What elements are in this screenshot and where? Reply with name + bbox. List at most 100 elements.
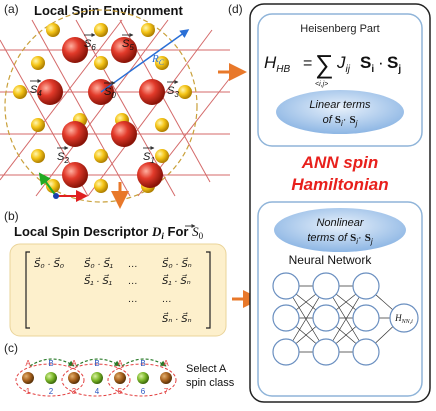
chain-atom-5 xyxy=(114,372,126,384)
matrix-cell: … xyxy=(128,259,138,270)
nonlinear-terms-bubble xyxy=(274,208,406,252)
svg-text:3: 3 xyxy=(72,387,77,396)
network-nodes xyxy=(272,272,419,366)
output-node-label: HNN,i xyxy=(394,313,413,325)
svg-text:A: A xyxy=(163,359,169,368)
group-ellipse-2 xyxy=(61,363,131,397)
spin-label-s4: S4 xyxy=(30,79,42,98)
atom-s5 xyxy=(111,37,137,63)
input-node xyxy=(272,304,300,332)
descriptor-matrix: S⃗₀ · S⃗₀ S⃗₀ · S⃗₁ … S⃗₀ · S⃗ₙ S⃗₁ · S⃗… xyxy=(34,257,192,325)
sublattice-labels: A B A B A B A xyxy=(25,359,169,368)
svg-text:S4: S4 xyxy=(30,84,42,98)
formula-lhs: HHB xyxy=(264,53,291,75)
cutoff-radius-arrow xyxy=(100,29,190,93)
group-ellipse-1 xyxy=(15,363,85,397)
chain-atom-3 xyxy=(68,372,80,384)
matrix-right-bracket xyxy=(206,251,211,329)
linear-terms-bubble xyxy=(276,90,404,134)
input-node xyxy=(272,338,300,366)
formula-s1: Si xyxy=(360,53,374,75)
atom-s6 xyxy=(62,37,88,63)
matrix-cell: S⃗₀ · S⃗₀ xyxy=(34,257,64,270)
svg-text:S6: S6 xyxy=(84,38,96,52)
panel-d-letter: (d) xyxy=(228,2,243,16)
panel-b-letter: (b) xyxy=(4,209,19,223)
select-label-line2: spin class xyxy=(186,377,235,389)
atom-s2 xyxy=(62,121,88,147)
chain-atom-2 xyxy=(45,372,57,384)
svg-text:A: A xyxy=(71,359,77,368)
chain-atom-7 xyxy=(160,372,172,384)
pair-arc-2 xyxy=(75,358,121,367)
svg-text:4: 4 xyxy=(95,387,100,396)
heisenberg-title: Heisenberg Part xyxy=(300,23,380,35)
matrix-cell: S⃗₁ · S⃗ₙ xyxy=(162,274,191,287)
panel-d: (d) Heisenberg Part HHB = ∑ <i,j> Jij Si… xyxy=(228,2,431,403)
svg-text:A: A xyxy=(25,359,31,368)
svg-text:S0: S0 xyxy=(104,86,116,100)
svg-text:2: 2 xyxy=(49,387,54,396)
spin-label-s0: S0 xyxy=(104,81,116,100)
spin-labels: S6 S5 S4 S0 S3 S2 xyxy=(30,33,179,165)
hidden-node xyxy=(352,338,380,366)
formula-coef: Jij xyxy=(336,53,351,75)
panel-c: (c) A B A B A B A xyxy=(4,341,235,397)
spin-label-s5: S5 xyxy=(122,33,134,52)
atom-s1 xyxy=(111,121,137,147)
chain-atom-1 xyxy=(22,372,34,384)
output-node xyxy=(389,303,419,333)
matrix-cell: S⃗ₙ · S⃗ₙ xyxy=(162,312,192,325)
formula-dot: · xyxy=(378,53,384,72)
matrix-left-bracket xyxy=(25,251,30,329)
panel-a: (a) Local Spin Environment xyxy=(0,2,231,209)
input-node xyxy=(272,272,300,300)
atom-s3 xyxy=(139,79,165,105)
matrix-cell: S⃗₀ · S⃗ₙ xyxy=(162,257,192,270)
chain-numbers: 1 2 3 4 5 6 7 xyxy=(26,387,169,396)
atom-extra-left xyxy=(62,162,88,188)
spin-chain xyxy=(22,372,172,384)
panel-b: (b) Local Spin Descriptor Di For S0 S⃗₀ … xyxy=(4,209,227,337)
svg-text:B: B xyxy=(94,359,99,368)
panel-b-title: Local Spin Descriptor Di For S0 xyxy=(14,224,204,241)
neural-network-box xyxy=(257,201,423,397)
cutoff-circle xyxy=(4,9,198,203)
hidden-node xyxy=(312,338,340,366)
nonlinear-terms-line1: Nonlinear xyxy=(316,217,364,229)
nonlinear-terms-line2: terms of Si· Sj xyxy=(307,232,373,246)
pair-arc-1 xyxy=(29,358,75,367)
svg-text:7: 7 xyxy=(164,387,169,396)
heisenberg-formula: HHB = ∑ <i,j> Jij Si · Sj xyxy=(264,49,401,88)
matrix-cell: S⃗₀ · S⃗₁ xyxy=(84,257,113,270)
svg-text:S3: S3 xyxy=(167,85,179,99)
chain-atom-6 xyxy=(137,372,149,384)
panel-a-letter: (a) xyxy=(4,2,19,16)
matrix-cell: … xyxy=(128,294,138,305)
hidden-node xyxy=(312,304,340,332)
cutoff-label: RC xyxy=(151,53,165,67)
formula-s2: Sj xyxy=(387,53,401,75)
hidden-node xyxy=(312,272,340,300)
spin-label-s6: S6 xyxy=(84,33,96,52)
linear-terms-line2: of Si· Sj xyxy=(323,114,358,128)
matrix-cell: … xyxy=(162,294,172,305)
matrix-cell: … xyxy=(128,276,138,287)
formula-sum-sub: <i,j> xyxy=(315,81,328,88)
hidden-node xyxy=(352,304,380,332)
group-ellipse-3 xyxy=(107,363,177,397)
coordinate-axes xyxy=(38,172,88,202)
svg-text:S2: S2 xyxy=(57,151,69,165)
spin-label-s2: S2 xyxy=(57,146,69,165)
svg-text:S5: S5 xyxy=(122,38,134,52)
formula-eq: = xyxy=(303,55,312,72)
chain-atom-4 xyxy=(91,372,103,384)
atom-s4 xyxy=(37,79,63,105)
svg-text:S1: S1 xyxy=(143,151,155,165)
descriptor-box xyxy=(9,243,227,337)
svg-text:B: B xyxy=(48,359,53,368)
pair-arc-3 xyxy=(121,358,167,367)
ann-title-line1: ANN spin xyxy=(301,153,379,172)
spin-label-s1: S1 xyxy=(143,146,155,165)
